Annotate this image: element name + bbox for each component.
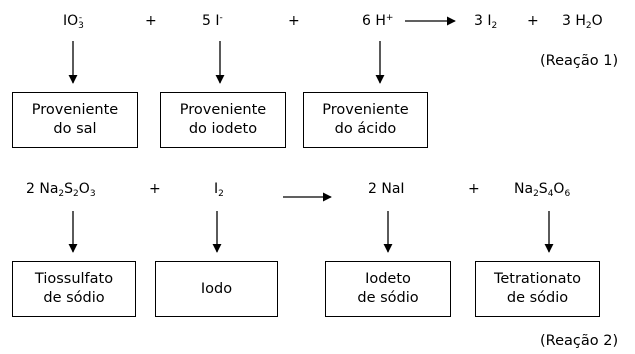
box-from-salt: Proveniente do sal: [12, 92, 138, 148]
proton-formula: 6 H+: [362, 13, 394, 29]
sodium-thiosulfate-formula: 2 Na2S2O3: [26, 181, 96, 199]
box-iodine: Iodo: [155, 261, 278, 317]
box-sodium-tetrathionate: Tetrationato de sódio: [475, 261, 600, 317]
reaction-2-label: (Reação 2): [540, 333, 619, 349]
sodium-tetrathionate-formula: Na2S4O6: [514, 181, 571, 199]
sodium-iodide-formula: 2 NaI: [368, 181, 405, 197]
plus-sign: +: [288, 13, 300, 29]
plus-sign: +: [145, 13, 157, 29]
iodine-product-formula: 3 I2: [474, 13, 498, 31]
plus-sign: +: [149, 181, 161, 197]
iodide-formula: 5 I-: [202, 13, 223, 29]
box-sodium-iodide: Iodeto de sódio: [325, 261, 451, 317]
iodate-formula: IO3-: [63, 13, 84, 31]
iodine-formula: I2: [214, 181, 224, 199]
reaction-1-label: (Reação 1): [540, 53, 619, 69]
box-from-acid: Proveniente do ácido: [303, 92, 428, 148]
plus-sign: +: [527, 13, 539, 29]
box-sodium-thiosulfate: Tiossulfato de sódio: [12, 261, 136, 317]
water-formula: 3 H2O: [562, 13, 603, 31]
plus-sign: +: [468, 181, 480, 197]
box-from-iodide: Proveniente do iodeto: [160, 92, 286, 148]
